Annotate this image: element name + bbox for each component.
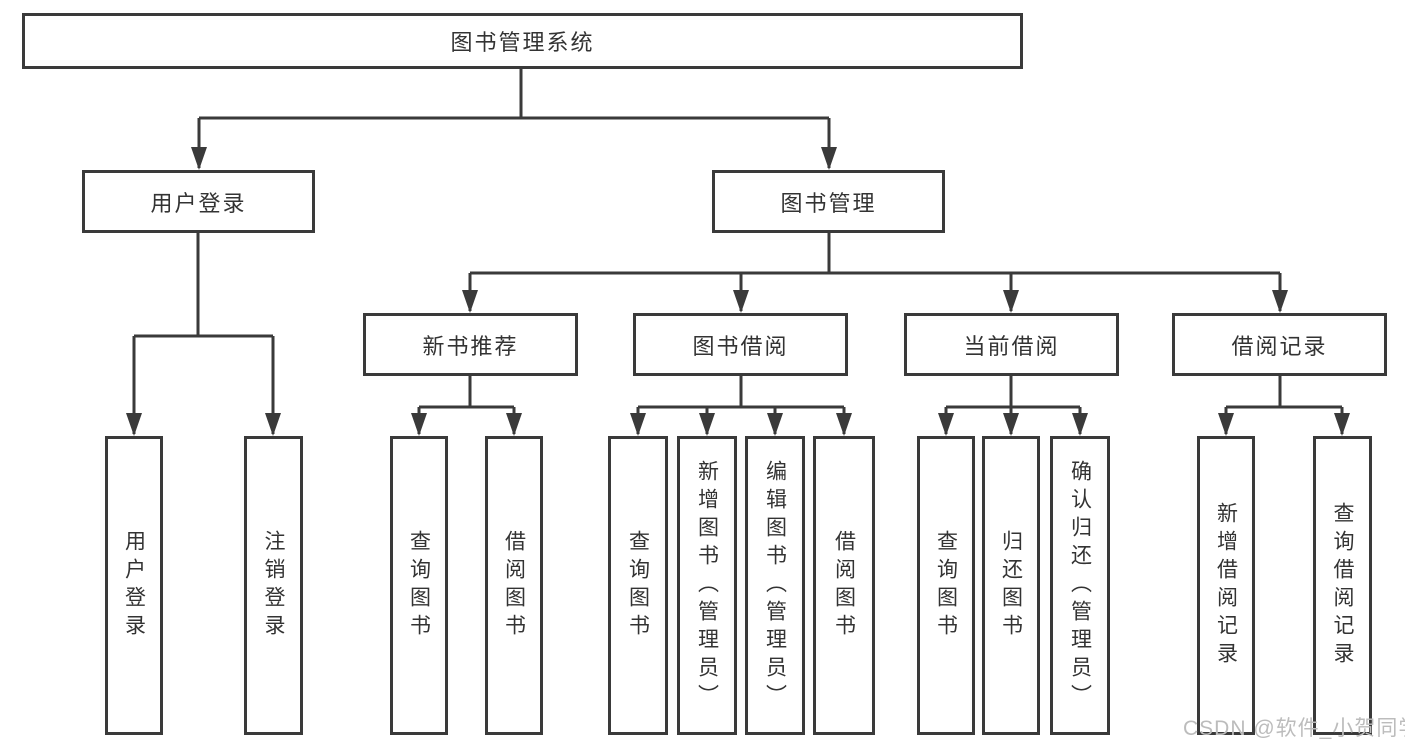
arrow-icon — [836, 413, 852, 436]
node-new-book-recommend-label: 新书推荐 — [422, 333, 519, 359]
arrow-icon — [1003, 290, 1019, 313]
node-book-borrowing-label: 图书借阅 — [692, 333, 789, 359]
arrow-icon — [821, 147, 837, 170]
node-library-system: 图书管理系统 — [22, 13, 1023, 69]
node-book-management-label: 图书管理 — [780, 190, 877, 216]
leaf-query-borrow-record: 查询借阅记录 — [1313, 436, 1372, 735]
arrow-icon — [1272, 290, 1288, 313]
arrow-icon — [733, 290, 749, 313]
leaf-query-books-borrow-label: 查询图书 — [626, 529, 650, 642]
arrow-icon — [630, 413, 646, 436]
arrow-icon — [767, 413, 783, 436]
node-new-book-recommend: 新书推荐 — [363, 313, 578, 376]
node-user-login: 用户登录 — [82, 170, 315, 233]
arrow-icon — [191, 147, 207, 170]
connector-new-rec — [417, 376, 516, 434]
leaf-query-books-recommend-label: 查询图书 — [407, 529, 431, 642]
node-borrowing-records: 借阅记录 — [1172, 313, 1387, 376]
leaf-confirm-return-admin: 确认归还（管理员） — [1050, 436, 1110, 735]
arrow-icon — [265, 413, 281, 436]
leaf-add-books-admin: 新增图书（管理员） — [677, 436, 737, 735]
arrow-icon — [1218, 413, 1234, 436]
connector-book-borrow — [636, 376, 846, 434]
connector-user-login — [132, 233, 275, 434]
arrow-icon — [699, 413, 715, 436]
leaf-add-borrow-record-label: 新增借阅记录 — [1214, 501, 1238, 670]
leaf-borrow-books-recommend: 借阅图书 — [485, 436, 543, 735]
arrow-icon — [462, 290, 478, 313]
arrow-icon — [1072, 413, 1088, 436]
leaf-borrow-books-recommend-label: 借阅图书 — [502, 529, 526, 642]
node-library-system-label: 图书管理系统 — [450, 30, 595, 55]
connector-borrow-rec — [1224, 376, 1344, 434]
arrow-icon — [1334, 413, 1350, 436]
node-current-borrowing: 当前借阅 — [904, 313, 1119, 376]
leaf-return-books-label: 归还图书 — [999, 529, 1023, 642]
leaf-logout: 注销登录 — [244, 436, 303, 735]
connector-book-mgmt — [468, 233, 1282, 311]
node-book-borrowing: 图书借阅 — [633, 313, 848, 376]
leaf-user-login-label: 用户登录 — [122, 529, 146, 642]
leaf-borrow-books: 借阅图书 — [813, 436, 875, 735]
leaf-confirm-return-admin-label: 确认归还（管理员） — [1068, 459, 1092, 712]
leaf-query-books-current: 查询图书 — [917, 436, 975, 735]
arrow-icon — [506, 413, 522, 436]
leaf-add-books-admin-label: 新增图书（管理员） — [695, 459, 719, 712]
leaf-logout-label: 注销登录 — [262, 529, 286, 642]
node-current-borrowing-label: 当前借阅 — [963, 333, 1060, 359]
leaf-edit-books-admin: 编辑图书（管理员） — [745, 436, 805, 735]
leaf-query-books-borrow: 查询图书 — [608, 436, 668, 735]
csdn-watermark: CSDN @软件_小贺同学 — [1183, 717, 1405, 740]
arrow-icon — [1003, 413, 1019, 436]
node-borrowing-records-label: 借阅记录 — [1231, 333, 1328, 359]
leaf-return-books: 归还图书 — [982, 436, 1040, 735]
node-user-login-label: 用户登录 — [150, 190, 247, 216]
leaf-edit-books-admin-label: 编辑图书（管理员） — [763, 459, 787, 712]
arrow-icon — [126, 413, 142, 436]
leaf-borrow-books-label: 借阅图书 — [832, 529, 856, 642]
leaf-query-borrow-record-label: 查询借阅记录 — [1331, 501, 1355, 670]
connector-root — [197, 69, 831, 168]
leaf-query-books-recommend: 查询图书 — [390, 436, 448, 735]
node-book-management: 图书管理 — [712, 170, 945, 233]
leaf-user-login: 用户登录 — [105, 436, 163, 735]
arrow-icon — [938, 413, 954, 436]
leaf-query-books-current-label: 查询图书 — [934, 529, 958, 642]
arrowhead-group — [126, 147, 1350, 436]
leaf-add-borrow-record: 新增借阅记录 — [1197, 436, 1255, 735]
arrow-icon — [411, 413, 427, 436]
